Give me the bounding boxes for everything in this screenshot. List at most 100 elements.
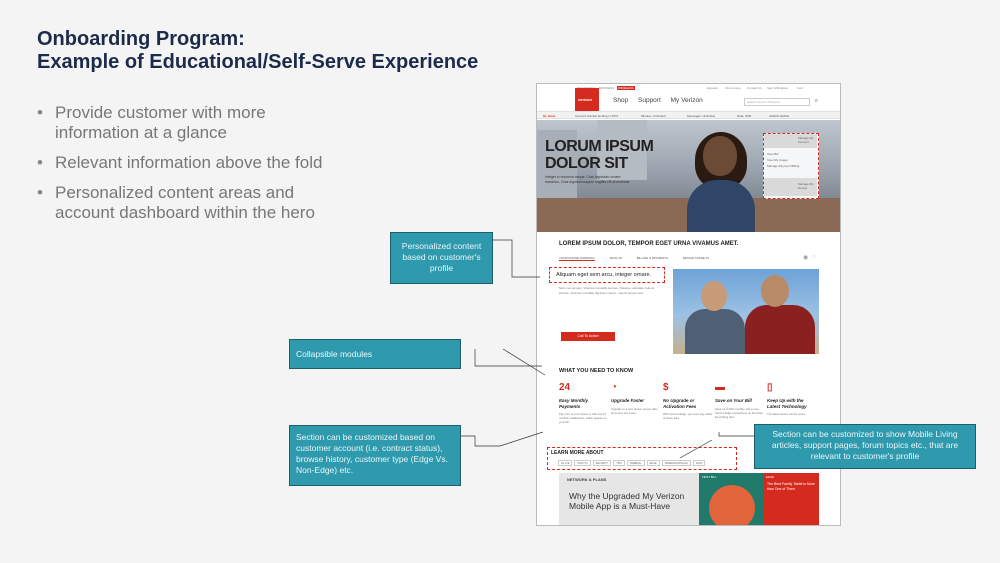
call-to-action-button[interactable]: Call To Action [561, 332, 615, 341]
connector-collapsible [474, 349, 542, 367]
tag-data[interactable]: DATA [692, 460, 706, 466]
know-item-desc: Save up to $20 monthly. Get a new Verizo… [715, 406, 763, 419]
util-link-find-store[interactable]: Find a store [725, 86, 741, 90]
slide-title-line1: Onboarding Program: [37, 28, 245, 50]
tab-row: YOUR PHONE WORKING SIGN UP BILLING & PAY… [559, 256, 723, 261]
bullet-item: • Provide customer with more information … [37, 103, 347, 143]
search-input[interactable]: Search Verizon Wireless ⌕ [744, 98, 818, 106]
tag-security[interactable]: SECURITY [592, 460, 612, 466]
bullet-icon: • [37, 153, 43, 172]
callout-section-account: Section can be customized based on custo… [289, 425, 461, 486]
know-item[interactable]: ◔ Upgrade Faster Upgrade to a new device… [611, 382, 661, 415]
phone-icon: ▯ [767, 382, 773, 393]
first-bill-card[interactable]: FIRST BILL [699, 473, 763, 525]
know-title: WHAT YOU NEED TO KNOW [559, 368, 634, 374]
tag-how-to[interactable]: HOW TO [574, 460, 591, 466]
gauge-icon: ◔ [611, 382, 618, 393]
util-link-wireless[interactable]: WIRELESS [617, 86, 635, 90]
panel-manage-account[interactable]: Manage My Account [798, 136, 814, 144]
callout-personalized: Personalized content based on customer's… [390, 232, 493, 284]
tab-billing[interactable]: BILLING & PAYMENTS [636, 256, 668, 260]
tab-sign-up[interactable]: SIGN UP [609, 256, 622, 260]
bill-icon: ▬ [715, 382, 725, 393]
tag-fireball[interactable]: FIREBALL [626, 460, 645, 466]
know-item[interactable]: ▯ Keep Up with the Latest Technology The… [767, 382, 817, 416]
verizon-logo[interactable]: verizon [575, 88, 599, 111]
next-icon[interactable]: ○ [812, 254, 816, 260]
nav-shop[interactable]: Shop [613, 97, 629, 104]
network-header: NETWORK & PLANS [567, 477, 607, 482]
tab-trade-in[interactable]: DEVICE TRADE IN [682, 256, 709, 260]
search-placeholder: Search Verizon Wireless [747, 100, 780, 104]
know-item-title: No Upgrade or Activation Fees [663, 398, 697, 409]
tag-wireless-billing[interactable]: WIRELESS BILLING [661, 460, 691, 466]
main-nav: Shop Support My Verizon [613, 97, 711, 104]
hero-subtitle: Integer in euismod neque. Cras dignissim… [545, 175, 631, 184]
logo-text: verizon [578, 97, 593, 102]
account-bar: Hi, Jane! Account Number Ending in 4572 … [537, 111, 840, 119]
edge-tag: EDGE [766, 475, 774, 479]
slide-title: Onboarding Program: Example of Education… [37, 28, 478, 74]
play-icon[interactable]: ◉ [803, 255, 809, 261]
hero-building [597, 120, 647, 180]
calendar-icon: 24 [559, 382, 571, 393]
know-item-title: Easy Monthly Payments [559, 398, 589, 409]
friends-photo [673, 269, 819, 354]
util-link-business[interactable]: BUSINESS [599, 86, 615, 90]
network-article-card[interactable]: NETWORK & PLANS Why the Upgraded My Veri… [559, 473, 699, 525]
know-item-desc: With Verizon Edge, you won't pay either … [663, 412, 713, 420]
body-copy: Nam nec tempus. Vivamus convallis tempus… [559, 286, 654, 295]
personalized-content-box: Aliquam eget sem arcu, integer ornare. [549, 267, 665, 283]
bullet-icon: • [37, 103, 43, 122]
util-link-contact[interactable]: Contact Us [747, 86, 762, 90]
util-link-sign-in[interactable]: Sign in/Register [767, 86, 789, 90]
connector-section-account [461, 435, 500, 447]
edge-card-text: The Best Family Tablet is More than One … [767, 482, 815, 491]
know-item[interactable]: ▬ Save on Your Bill Save up to $20 month… [715, 382, 765, 419]
tag-4g-lte[interactable]: 4G LTE [558, 460, 573, 466]
tab-phone-working[interactable]: YOUR PHONE WORKING [559, 256, 595, 261]
know-item-title: Keep Up with the Latest Technology [767, 398, 807, 409]
know-item-desc: Pay over of your device in with low 24 m… [559, 412, 607, 424]
know-item-desc: The latest device can be yours. [767, 412, 806, 416]
search-icon[interactable]: ⌕ [814, 98, 818, 104]
util-link-espanol[interactable]: Espanol [707, 86, 718, 90]
bullet-item: •Personalized content areas and account … [37, 183, 347, 223]
panel-view-usage[interactable]: View My Usage [767, 158, 788, 162]
account-number: Account Number Ending in 4572 [575, 114, 619, 118]
tag-edge[interactable]: EDGE [646, 460, 660, 466]
hero-title: LORUM IPSUM DOLOR SIT [545, 138, 654, 172]
bullet-icon: • [37, 183, 43, 202]
know-item-title: Upgrade Faster [611, 398, 645, 403]
website-mockup: RESIDENTIAL BUSINESS WIRELESS Espanol Fi… [536, 83, 841, 526]
tag-tips[interactable]: TIPS [613, 460, 625, 466]
know-item-title: Save on Your Bill [715, 398, 752, 403]
hero-person-image [687, 132, 755, 232]
slide-title-line2: Example of Educational/Self-Serve Experi… [37, 51, 479, 73]
nav-my-verizon[interactable]: My Verizon [670, 97, 703, 104]
hero-banner: LORUM IPSUM DOLOR SIT Integer in euismod… [537, 120, 840, 232]
account-greeting: Hi, Jane! [543, 114, 556, 118]
know-item[interactable]: $ No Upgrade or Activation Fees With Ver… [663, 382, 713, 420]
bullet-list: • Provide customer with more information … [37, 103, 347, 233]
bullet-text: Relevant information above the fold [55, 153, 323, 172]
panel-view-bill[interactable]: View Bill [767, 152, 779, 156]
check-email-link[interactable]: CHECK EMAIL [769, 114, 790, 118]
no-fee-icon: $ [663, 382, 669, 393]
hero-building [537, 130, 577, 200]
network-article-title: Why the Upgraded My Verizon Mobile App i… [569, 491, 685, 511]
panel-manage-billing[interactable]: Manage Payment Billing [767, 164, 800, 168]
util-link-cart[interactable]: Cart [797, 86, 803, 90]
panel-manage-device[interactable]: Manage My Device [798, 182, 814, 190]
edge-card[interactable]: EDGE The Best Family Tablet is More than… [763, 473, 819, 525]
callout-collapsible: Collapsible modules [289, 339, 461, 369]
nav-support[interactable]: Support [638, 97, 661, 104]
bullet-text: Provide customer with more information a… [55, 103, 266, 142]
know-item[interactable]: 24 Easy Monthly Payments Pay over of you… [559, 382, 609, 424]
learn-more-title: LEARN MORE ABOUT [551, 450, 604, 456]
first-bill-tag: FIRST BILL [702, 475, 717, 479]
connector-personalized [493, 239, 540, 278]
